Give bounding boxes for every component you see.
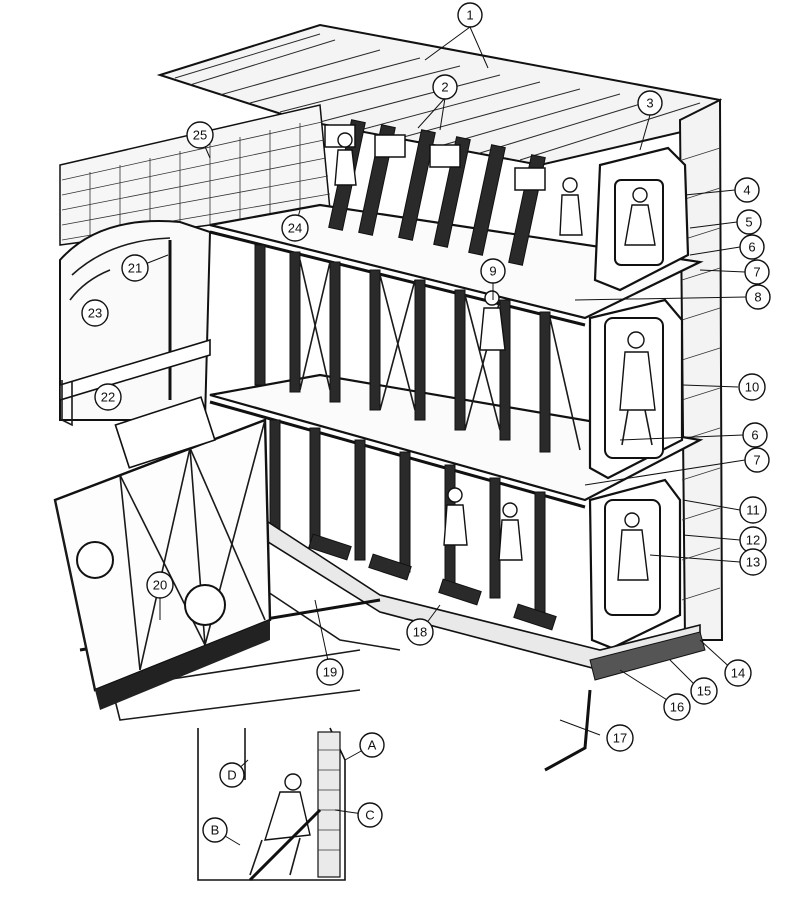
middle-supports (254, 244, 581, 453)
callout-16: 16 (663, 693, 691, 721)
callout-text: 19 (323, 665, 337, 680)
callout-text: 15 (697, 684, 711, 699)
callout-9: 9 (480, 258, 506, 284)
callout-text: 16 (670, 700, 684, 715)
callout-text: 20 (153, 578, 167, 593)
callout-text: 14 (731, 666, 745, 681)
callout-text: A (368, 738, 377, 753)
callout-24: 24 (281, 214, 309, 242)
callout-text: 17 (613, 731, 627, 746)
callout-text: 6 (748, 240, 755, 255)
callout-text: D (227, 768, 236, 783)
callout-text: 8 (754, 290, 761, 305)
hoist-assembly (59, 240, 216, 469)
callout-13: 13 (739, 548, 767, 576)
callout-11: 11 (739, 496, 767, 524)
callout-text: 1 (466, 8, 473, 23)
callout-6-lower: 6 (742, 422, 768, 448)
callout-B: B (202, 817, 228, 843)
callout-text: 9 (489, 264, 496, 279)
callout-text: 18 (413, 625, 427, 640)
callout-4: 4 (734, 177, 760, 203)
lower-cabin (588, 478, 682, 650)
callout-6-upper: 6 (739, 234, 765, 260)
callout-7-upper: 7 (744, 259, 770, 285)
callout-19: 19 (316, 658, 344, 686)
callout-text: B (211, 823, 220, 838)
inset-detail (197, 727, 346, 882)
callout-text: 7 (753, 453, 760, 468)
callout-text: 24 (288, 221, 302, 236)
callout-7-lower: 7 (744, 447, 770, 473)
callout-14: 14 (724, 659, 752, 687)
callout-A: A (359, 732, 385, 758)
callout-5: 5 (736, 209, 762, 235)
callout-12: 12 (739, 526, 767, 554)
workers (334, 132, 583, 561)
callout-8: 8 (745, 284, 771, 310)
callout-text: 12 (746, 533, 760, 548)
callout-D: D (219, 762, 245, 788)
callout-text: 3 (646, 96, 653, 111)
callout-text: 5 (745, 215, 752, 230)
callout-21: 21 (121, 254, 149, 282)
callout-text: 2 (441, 80, 448, 95)
callout-22: 22 (94, 383, 122, 411)
callout-text: 13 (746, 555, 760, 570)
callout-17: 17 (606, 724, 634, 752)
callout-20: 20 (146, 571, 174, 599)
leader-lines (134, 26, 747, 846)
upper-cabin (593, 146, 690, 292)
callout-text: 10 (745, 380, 759, 395)
callout-text: 6 (751, 428, 758, 443)
callout-C: C (357, 802, 383, 828)
callout-23: 23 (81, 299, 109, 327)
callout-25: 25 (186, 121, 214, 149)
callout-text: 21 (128, 261, 142, 276)
middle-cabin (588, 298, 684, 480)
callout-15: 15 (690, 677, 718, 705)
callout-text: 11 (746, 503, 760, 518)
callout-3: 3 (637, 90, 663, 116)
callout-text: 25 (193, 128, 207, 143)
callout-text: 22 (101, 390, 115, 405)
callout-text: 4 (743, 183, 750, 198)
callout-text: 23 (88, 306, 102, 321)
callout-text: 7 (753, 265, 760, 280)
callout-18: 18 (406, 618, 434, 646)
callout-text: C (365, 808, 374, 823)
callout-2: 2 (432, 74, 458, 100)
callout-1: 1 (457, 2, 483, 28)
upper-deck (209, 203, 704, 327)
callout-10: 10 (738, 373, 766, 401)
cage-car (53, 418, 272, 710)
